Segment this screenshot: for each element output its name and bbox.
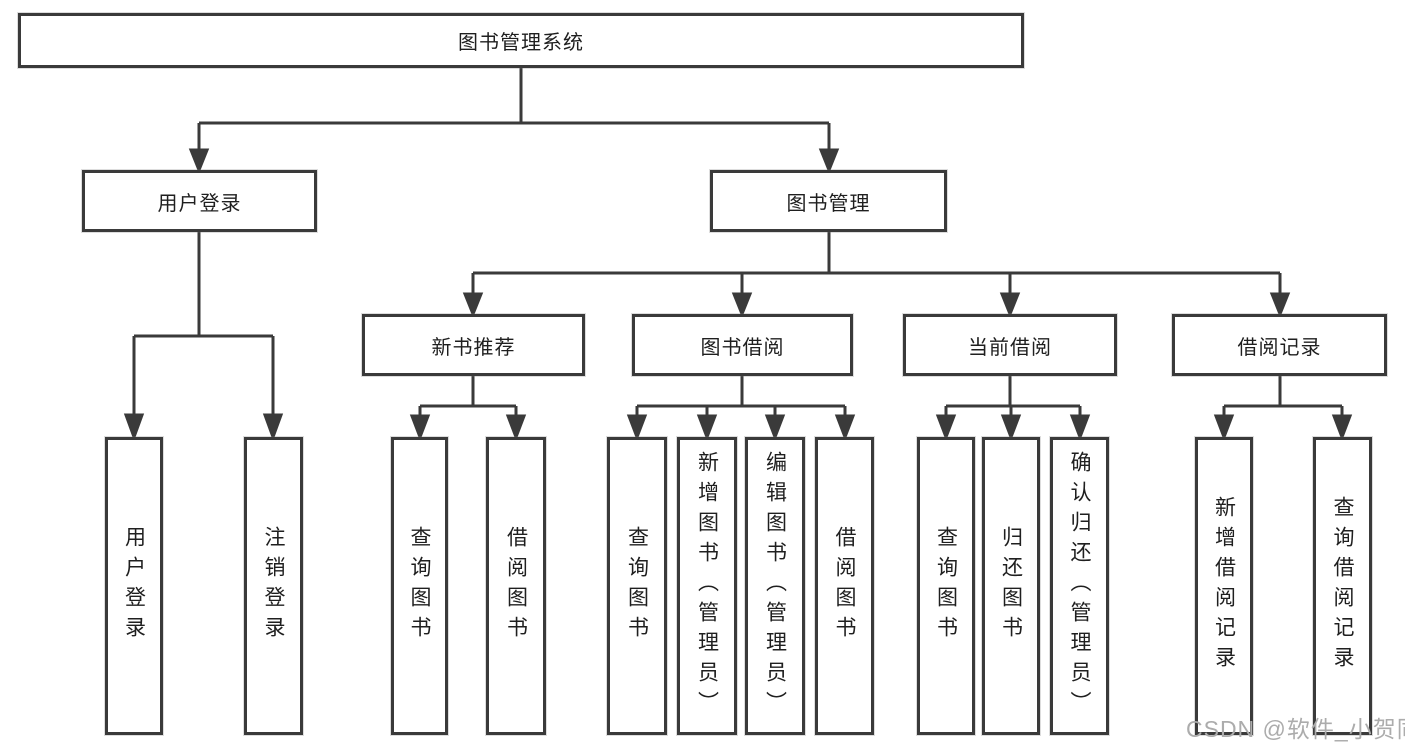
csdn-watermark: CSDN @软件_小贺同学 xyxy=(1186,716,1405,742)
leaf-user-login: 用户登录 xyxy=(105,437,163,735)
leaf-borrow-query-books: 查询图书 xyxy=(607,437,667,735)
connector-current-children xyxy=(935,376,1091,442)
leaf-borrow-borrow-books: 借阅图书 xyxy=(815,437,874,735)
connector-borrow-children xyxy=(626,376,856,442)
leaf-records-query-record: 查询借阅记录 xyxy=(1313,437,1372,735)
node-root-system: 图书管理系统 xyxy=(18,13,1024,68)
leaf-borrow-add-books-admin: 新增图书（管理员） xyxy=(677,437,737,735)
leaf-recommend-query-books: 查询图书 xyxy=(391,437,448,735)
connector-records-children xyxy=(1213,376,1353,442)
leaf-current-return-books: 归还图书 xyxy=(982,437,1040,735)
leaf-recommend-borrow-books: 借阅图书 xyxy=(486,437,546,735)
node-user-login: 用户登录 xyxy=(82,170,317,232)
node-borrow-records: 借阅记录 xyxy=(1172,314,1387,376)
node-new-book-recommend: 新书推荐 xyxy=(362,314,585,376)
connector-newbook-children xyxy=(409,376,527,442)
leaf-records-add-record: 新增借阅记录 xyxy=(1195,437,1253,735)
leaf-current-confirm-return-admin: 确认归还（管理员） xyxy=(1050,437,1109,735)
node-book-management: 图书管理 xyxy=(710,170,947,232)
leaf-borrow-edit-books-admin: 编辑图书（管理员） xyxy=(745,437,805,735)
connector-user-login-children xyxy=(123,232,284,442)
leaf-logout: 注销登录 xyxy=(244,437,303,735)
node-current-borrow: 当前借阅 xyxy=(903,314,1117,376)
connector-book-management-children xyxy=(462,232,1291,319)
connector-root-to-level2 xyxy=(188,68,840,175)
node-book-borrow: 图书借阅 xyxy=(632,314,853,376)
leaf-current-query-books: 查询图书 xyxy=(917,437,975,735)
